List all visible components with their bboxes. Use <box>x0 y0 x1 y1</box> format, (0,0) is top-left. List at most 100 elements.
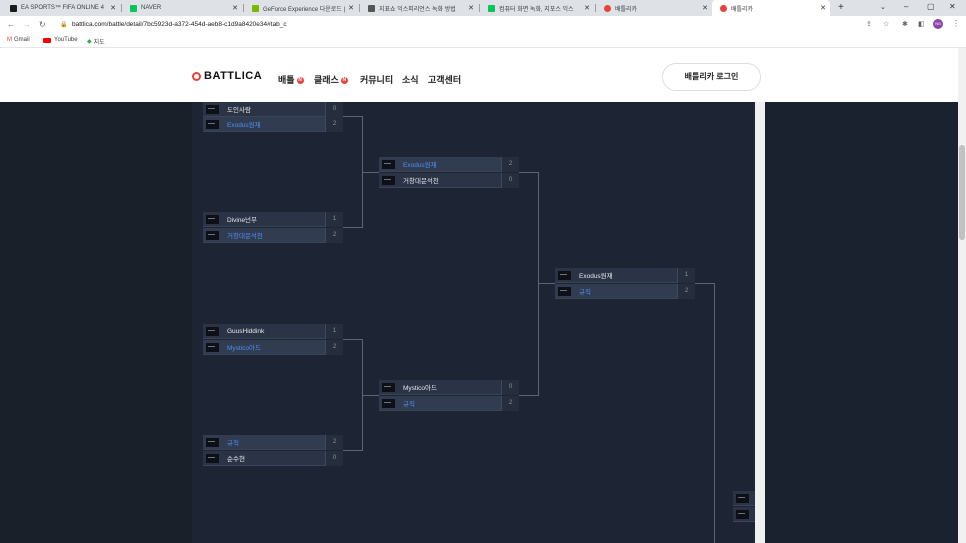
browser-tab-active[interactable]: 배틀리카 ✕ <box>712 0 830 16</box>
browser-tab[interactable]: EA SPORTS™ FIFA ONLINE 4 ✕ <box>2 0 120 16</box>
bracket-connector <box>343 450 363 451</box>
match-slot[interactable]: GuusHiddink 1 <box>203 323 343 339</box>
site-logo[interactable]: BATTLICA <box>192 70 262 82</box>
team-emblem-icon <box>382 175 395 185</box>
tab-close-icon[interactable]: ✕ <box>584 5 590 12</box>
tab-label: GeForce Experience 다운로드 | <box>263 6 345 13</box>
match-slot[interactable]: Exodus원재 2 <box>379 156 519 172</box>
team-emblem-icon <box>558 270 571 280</box>
team-emblem-icon <box>206 104 219 114</box>
sidepanel-icon[interactable]: ◧ <box>918 21 925 28</box>
match-slot[interactable] <box>733 491 755 506</box>
profile-avatar[interactable]: NS <box>933 19 943 29</box>
forward-icon[interactable]: → <box>23 20 31 29</box>
page-scrollbar[interactable] <box>958 48 966 543</box>
team-emblem-icon <box>382 398 395 408</box>
tab-favicon-icon <box>130 4 137 12</box>
match-slot[interactable]: Divine넌무 1 <box>203 211 343 227</box>
browser-tab[interactable]: NAVER ✕ <box>122 0 242 16</box>
nav-community[interactable]: 커뮤니티 <box>360 75 394 85</box>
share-icon[interactable]: ⇪ <box>866 21 872 28</box>
match-slot[interactable]: 규직 2 <box>203 434 343 450</box>
browser-tab[interactable]: 컴퓨터 화면 녹화, 지포스 익스 ✕ <box>480 0 594 16</box>
menu-icon[interactable]: ⋮ <box>952 19 960 28</box>
new-badge: N <box>296 77 304 85</box>
match-slot[interactable]: Mystico아드 2 <box>203 339 343 355</box>
tab-favicon-icon <box>10 4 17 12</box>
bookmark-gmail[interactable]: M Gmail <box>7 37 30 43</box>
tab-close-icon[interactable]: ✕ <box>232 5 238 12</box>
new-tab-icon[interactable]: + <box>838 2 844 13</box>
player-name: GuusHiddink <box>227 327 265 335</box>
bracket-connector <box>343 339 363 340</box>
match-slot[interactable] <box>733 507 755 522</box>
nav-news[interactable]: 소식 <box>402 75 419 85</box>
lock-icon[interactable]: 🔒 <box>60 22 68 28</box>
player-name: Exodus원재 <box>403 162 437 169</box>
tab-close-icon[interactable]: ✕ <box>702 5 708 12</box>
back-icon[interactable]: ← <box>7 20 15 29</box>
restore-icon[interactable]: ▢ <box>927 2 935 11</box>
team-emblem-icon <box>206 453 219 463</box>
player-score: 2 <box>325 434 343 450</box>
window-close-icon[interactable]: ✕ <box>949 2 956 11</box>
browser-tab[interactable]: GeForce Experience 다운로드 | ✕ <box>244 0 358 16</box>
player-score: 1 <box>677 267 695 283</box>
browser-tab[interactable]: 배틀리카 ✕ <box>596 0 712 16</box>
reload-icon[interactable]: ↻ <box>39 20 46 29</box>
match-slot[interactable]: 순수현 0 <box>203 450 343 466</box>
player-score: 1 <box>325 211 343 227</box>
match-slot[interactable]: 거창대문석천 0 <box>379 172 519 188</box>
bookmark-maps[interactable]: ◆ 지도 <box>87 37 105 46</box>
team-emblem-icon <box>206 437 219 447</box>
player-score: 0 <box>325 450 343 466</box>
tab-label: 컴퓨터 화면 녹화, 지포스 익스 <box>499 6 574 13</box>
tab-close-icon[interactable]: ✕ <box>110 5 116 12</box>
team-emblem-icon <box>736 493 749 503</box>
match-slot[interactable]: 규직 2 <box>555 283 695 299</box>
bookmark-youtube[interactable]: YouTube <box>43 37 78 43</box>
player-name: 규직 <box>227 440 239 447</box>
player-score: 0 <box>501 172 519 188</box>
nav-support[interactable]: 고객센터 <box>428 75 462 85</box>
extensions-icon[interactable]: ✱ <box>902 21 908 28</box>
player-name: 도인사람 <box>227 107 251 114</box>
tab-divider <box>359 4 360 12</box>
star-icon[interactable]: ☆ <box>883 21 890 28</box>
player-score: 2 <box>501 156 519 172</box>
match-slot[interactable]: 규직 2 <box>379 395 519 411</box>
match-slot[interactable]: Exodus원재 2 <box>203 116 343 132</box>
login-button[interactable]: 배틀리카 로그인 <box>662 63 761 91</box>
team-emblem-icon <box>382 159 395 169</box>
bracket-connector <box>538 172 539 396</box>
bracket-connector <box>538 283 555 284</box>
nav-label: 클래스 <box>314 75 339 85</box>
match-slot[interactable]: 거창대문석천 2 <box>203 227 343 243</box>
url-text[interactable]: battlica.com/battle/detail/7bc5923d-a372… <box>72 21 287 28</box>
player-name: Divine넌무 <box>227 217 258 224</box>
tab-close-icon[interactable]: ✕ <box>820 5 826 12</box>
bookmark-label: YouTube <box>54 37 78 43</box>
new-badge: N <box>340 77 348 85</box>
bracket-connector <box>519 395 539 396</box>
player-name: Exodus원재 <box>227 122 261 129</box>
tab-label: NAVER <box>141 5 162 11</box>
tab-close-icon[interactable]: ✕ <box>348 5 354 12</box>
tab-divider <box>479 4 480 12</box>
side-panel <box>765 102 958 543</box>
tab-search-icon[interactable]: ⌄ <box>880 4 886 11</box>
match-slot[interactable]: Exodus원재 1 <box>555 267 695 283</box>
scrollbar-thumb[interactable] <box>959 145 965 240</box>
bracket-connector <box>343 116 363 117</box>
tab-close-icon[interactable]: ✕ <box>468 5 474 12</box>
tab-label: 배틀리카 <box>731 6 754 13</box>
match-slot[interactable]: 도인사람 0 <box>203 102 343 117</box>
tab-label: 지표쇼 익스피리언스 녹화 방법 <box>379 6 456 13</box>
match-slot[interactable]: Mystico아드 0 <box>379 379 519 395</box>
browser-tab[interactable]: 지표쇼 익스피리언스 녹화 방법 ✕ <box>360 0 478 16</box>
tournament-bracket: 도인사람 0 Exodus원재 2 Divine넌무 1 거창대문석천 2 Gu… <box>192 102 755 543</box>
minimize-icon[interactable]: – <box>904 2 909 11</box>
